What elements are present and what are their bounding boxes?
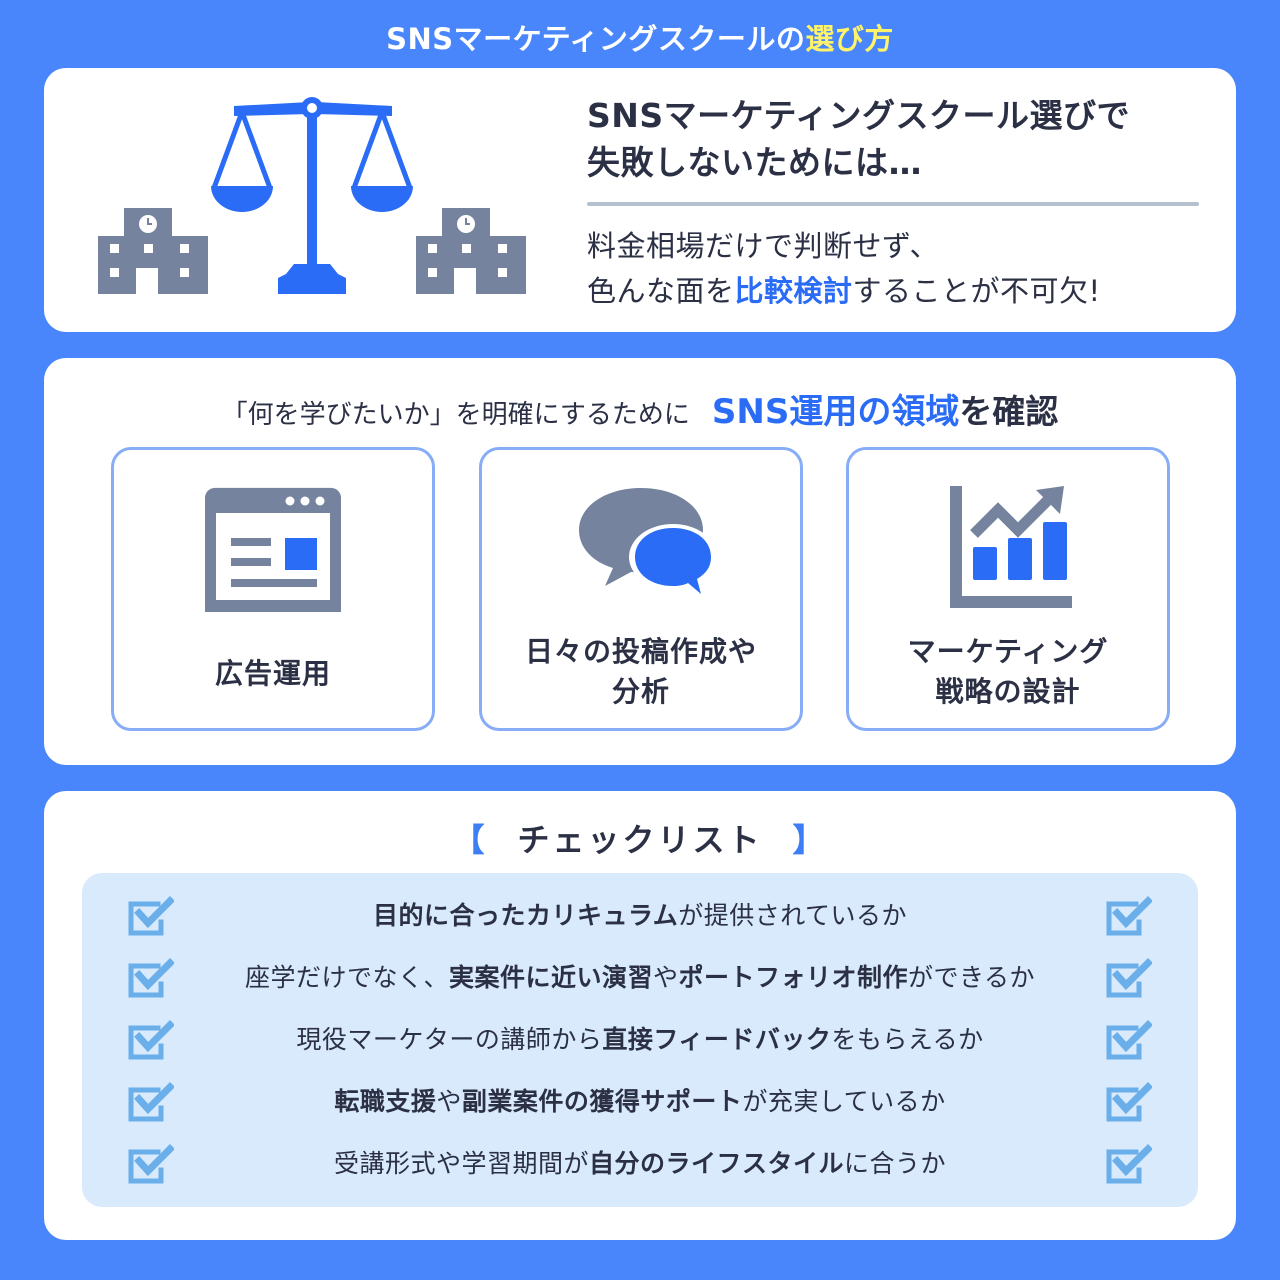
checklist-title: チェックリスト [517, 821, 763, 859]
checked-box-icon [1106, 958, 1153, 998]
checklist-item-segment: や [436, 1087, 462, 1116]
area-card-label: 広告運用 [214, 657, 331, 690]
area-card-ads: 広告運用 [111, 447, 435, 731]
intro-body-suffix: することが不可欠! [852, 274, 1101, 308]
checklist-item-segment: が提供されているか [678, 901, 908, 930]
intro-divider [587, 202, 1199, 206]
intro-body-prefix: 色んな面を [587, 274, 735, 308]
checklist-item-segment: 現役マーケターの講師から [296, 1025, 603, 1054]
checklist-item-emphasis: 目的に合った [372, 901, 526, 930]
checked-box-icon [1106, 1020, 1153, 1060]
area-card-label-line2: 戦略の設計 [935, 675, 1081, 708]
checked-box-icon [128, 1082, 175, 1122]
checklist-box: 目的に合ったカリキュラムが提供されているか 座学だけでなく、実案件に近い演習やポ… [82, 873, 1198, 1207]
checklist-item: 座学だけでなく、実案件に近い演習やポートフォリオ制作ができるか [82, 951, 1198, 1001]
page-title-prefix: SNSマーケティングスクールの [386, 22, 806, 56]
checklist-item-text: 目的に合ったカリキュラムが提供されているか [373, 896, 907, 932]
comparison-illustration [98, 97, 526, 294]
area-card-posting: 日々の投稿作成や 分析 [479, 447, 803, 731]
checklist-item-emphasis: ポートフォリオ制作 [678, 963, 909, 992]
page-title-highlight: 選び方 [805, 22, 894, 56]
checklist-item-text: 現役マーケターの講師から直接フィードバックをもらえるか [296, 1020, 983, 1056]
checklist-item-segment: に合うか [844, 1149, 947, 1178]
browser-ad-icon [205, 487, 341, 612]
checklist-item: 目的に合ったカリキュラムが提供されているか [82, 889, 1198, 939]
areas-heading-prefix: 「何を学びたいか」を明確にするために [221, 400, 690, 430]
checklist-item-segment: が充実しているか [742, 1087, 946, 1116]
areas-heading: 「何を学びたいか」を明確にするために SNS運用の領域を確認 [44, 384, 1236, 433]
bracket-right: 】 [792, 821, 828, 859]
bracket-left: 【 [452, 821, 488, 859]
area-card-strategy: マーケティング 戦略の設計 [846, 447, 1170, 731]
checklist-item-segment: ができるか [908, 963, 1036, 992]
checklist-item-emphasis: 自分のライフスタイル [588, 1149, 844, 1178]
checked-box-icon [128, 896, 175, 936]
intro-heading-line1: SNSマーケティングスクール選びで [587, 96, 1131, 135]
page-title: SNSマーケティングスクールの選び方 [0, 16, 1280, 58]
checklist-item-text: 座学だけでなく、実案件に近い演習やポートフォリオ制作ができるか [245, 958, 1035, 994]
checklist-item-emphasis: 直接フィードバック [602, 1025, 832, 1054]
intro-panel: SNSマーケティングスクール選びで 失敗しないためには… 料金相場だけで判断せず… [44, 68, 1236, 332]
intro-heading: SNSマーケティングスクール選びで 失敗しないためには… [587, 92, 1199, 186]
intro-body-line2: 色んな面を比較検討することが不可欠! [587, 269, 1199, 314]
checklist-item-text: 受講形式や学習期間が自分のライフスタイルに合うか [334, 1144, 946, 1180]
checklist-item-segment: や [652, 963, 679, 992]
checklist-item-text: 転職支援や副業案件の獲得サポートが充実しているか [334, 1082, 945, 1118]
speech-bubbles-icon [579, 488, 711, 594]
checklist-item-segment: 受講形式や学習期間が [333, 1149, 589, 1178]
areas-heading-suffix: を確認 [959, 392, 1059, 431]
area-card-label-line1: 日々の投稿作成や [524, 635, 757, 668]
checklist-item: 受講形式や学習期間が自分のライフスタイルに合うか [82, 1137, 1198, 1187]
balance-scale-icon [211, 97, 413, 294]
intro-heading-line2: 失敗しないためには… [587, 143, 922, 182]
checklist-item-emphasis: 転職支援 [334, 1087, 437, 1116]
intro-body-line1: 料金相場だけで判断せず、 [587, 229, 939, 263]
checklist-item-segment: をもらえるか [831, 1025, 984, 1054]
intro-text: SNSマーケティングスクール選びで 失敗しないためには… 料金相場だけで判断せず… [587, 92, 1199, 314]
checked-box-icon [1106, 896, 1153, 936]
intro-body-highlight: 比較検討 [734, 274, 853, 308]
school-building-icon [416, 208, 526, 294]
area-card-label: 日々の投稿作成や 分析 [482, 632, 800, 712]
area-card-label: マーケティング 戦略の設計 [849, 632, 1167, 712]
checked-box-icon [1106, 1144, 1153, 1184]
checklist-item-emphasis: 実案件に近い演習 [448, 963, 653, 992]
checked-box-icon [128, 1144, 175, 1184]
checklist-panel: 【チェックリスト】 目的に合ったカリキュラムが提供されているか 座学だけでなく、… [44, 791, 1236, 1240]
intro-body: 料金相場だけで判断せず、 色んな面を比較検討することが不可欠! [587, 224, 1199, 314]
growth-chart-icon [950, 486, 1072, 608]
checklist-heading: 【チェックリスト】 [44, 815, 1236, 861]
areas-heading-highlight: SNS運用の領域 [711, 392, 960, 432]
school-building-icon [98, 208, 208, 294]
area-card-label-line1: マーケティング [907, 635, 1109, 668]
checklist-item: 現役マーケターの講師から直接フィードバックをもらえるか [82, 1013, 1198, 1063]
area-cards: 広告運用 日々の投稿作成や 分析 [111, 447, 1171, 731]
checked-box-icon [1106, 1082, 1153, 1122]
checked-box-icon [128, 1020, 175, 1060]
checklist-item: 転職支援や副業案件の獲得サポートが充実しているか [82, 1075, 1198, 1125]
checklist-item-emphasis: カリキュラム [525, 901, 679, 930]
areas-panel: 「何を学びたいか」を明確にするために SNS運用の領域を確認 広告運用 [44, 358, 1236, 765]
checked-box-icon [128, 958, 175, 998]
checklist-item-emphasis: 副業案件の獲得サポート [461, 1087, 743, 1116]
area-card-label-line2: 分析 [611, 675, 670, 708]
checklist-item-segment: 座学だけでなく、 [244, 963, 449, 992]
